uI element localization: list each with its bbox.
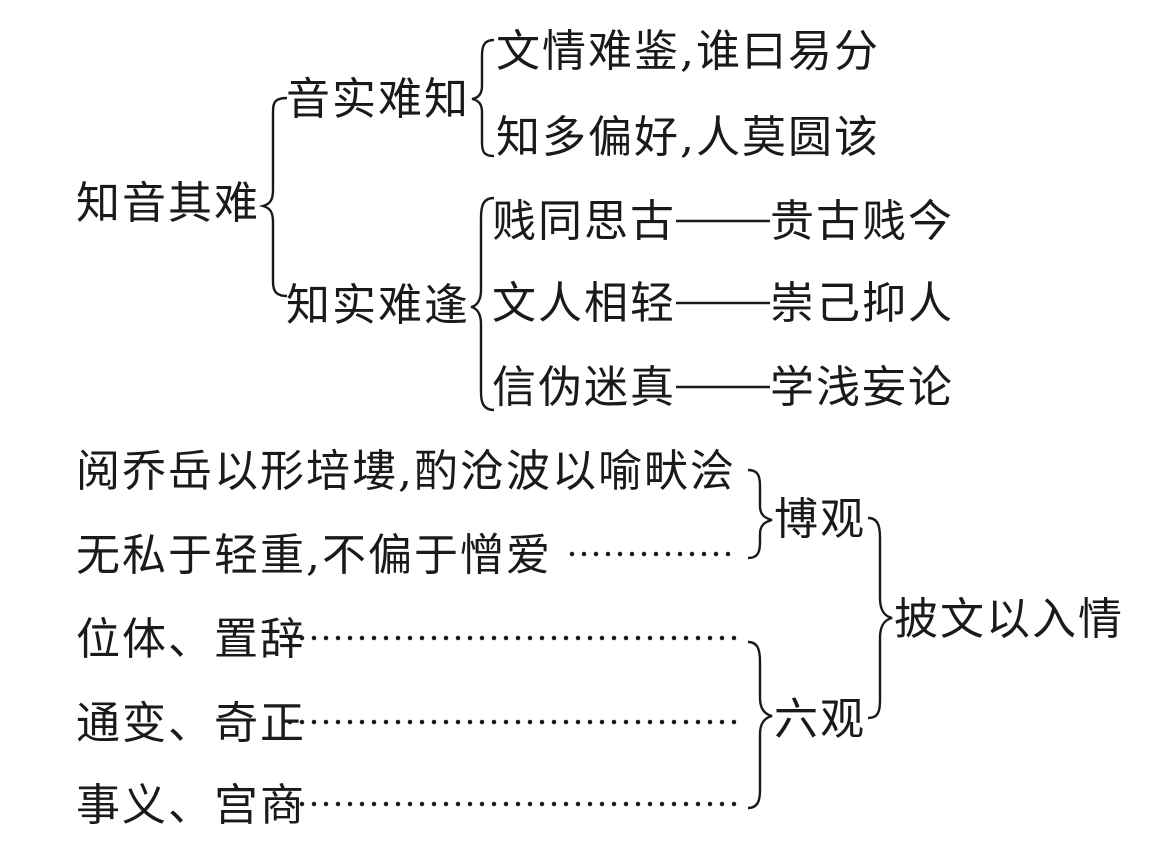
branch-2-left: 信伪迷真 [492,362,676,413]
branch-1-item: 知多偏好,人莫圆该 [496,112,880,163]
branch-2-label: 知实难逢 [286,280,470,331]
bottom-line: 位体、置辞 [76,614,306,665]
branch2-brace [470,196,495,412]
root-brace [258,96,288,298]
bottom-line: 通变、奇正 [76,698,306,749]
result-brace [867,516,893,720]
bottom-line: 事义、宫商 [76,780,306,831]
branch-2-left: 文人相轻 [492,278,676,329]
branch-2-left: 贱同思古 [492,196,676,247]
result-label: 披文以入情 [894,594,1124,645]
bottom-line: 无私于轻重,不偏于憎爱 [76,530,552,581]
branch1-brace [471,38,495,158]
branch-1-label: 音实难知 [286,74,470,125]
liuguan-brace [747,640,773,810]
branch-2-right: 学浅妄论 [770,362,954,413]
bottom-line: 阅乔岳以形培塿,酌沧波以喻畎浍 [76,446,736,497]
root-label: 知音其难 [76,178,260,229]
branch-2-right: 崇己抑人 [770,278,954,329]
branch-1-item: 文情难鉴,谁曰易分 [496,26,880,77]
branch-2-right: 贵古贱今 [770,196,954,247]
boguan-brace [747,468,773,560]
group-1-label: 博观 [774,494,866,545]
group-2-label: 六观 [774,694,866,745]
